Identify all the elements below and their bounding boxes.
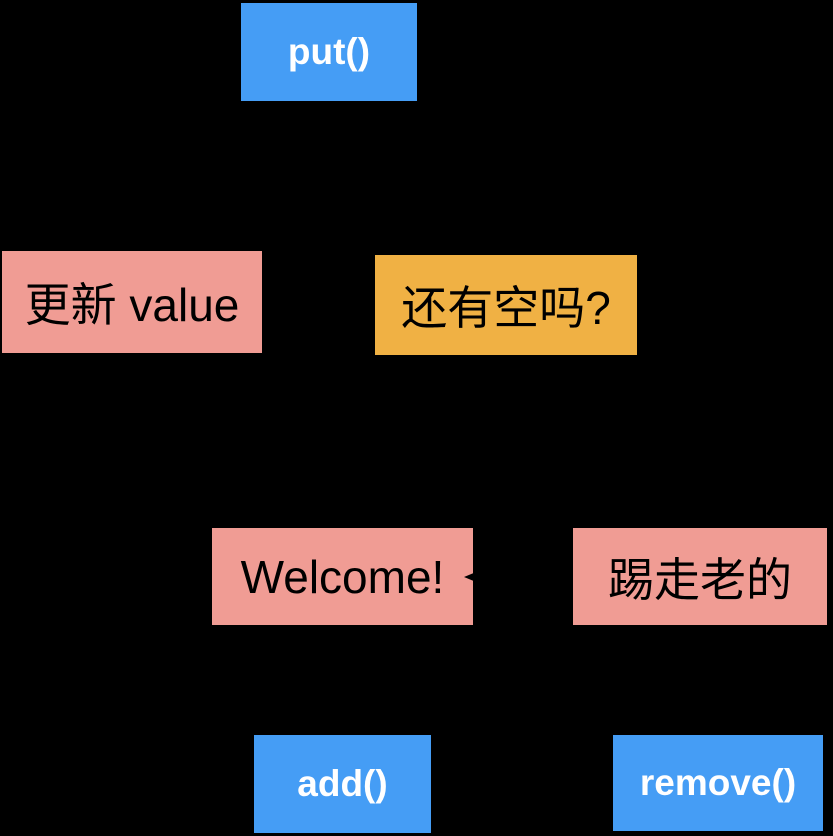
node-remove-method: remove() (613, 735, 823, 831)
node-evict-old: 踢走老的 (573, 528, 827, 625)
node-add-method: add() (254, 735, 431, 833)
node-has-space-decision: 还有空吗? (375, 255, 637, 355)
arrowhead-left-icon (464, 570, 481, 584)
node-welcome: Welcome! (212, 528, 473, 625)
node-put-method: put() (241, 3, 417, 101)
node-update-value: 更新 value (2, 251, 262, 353)
